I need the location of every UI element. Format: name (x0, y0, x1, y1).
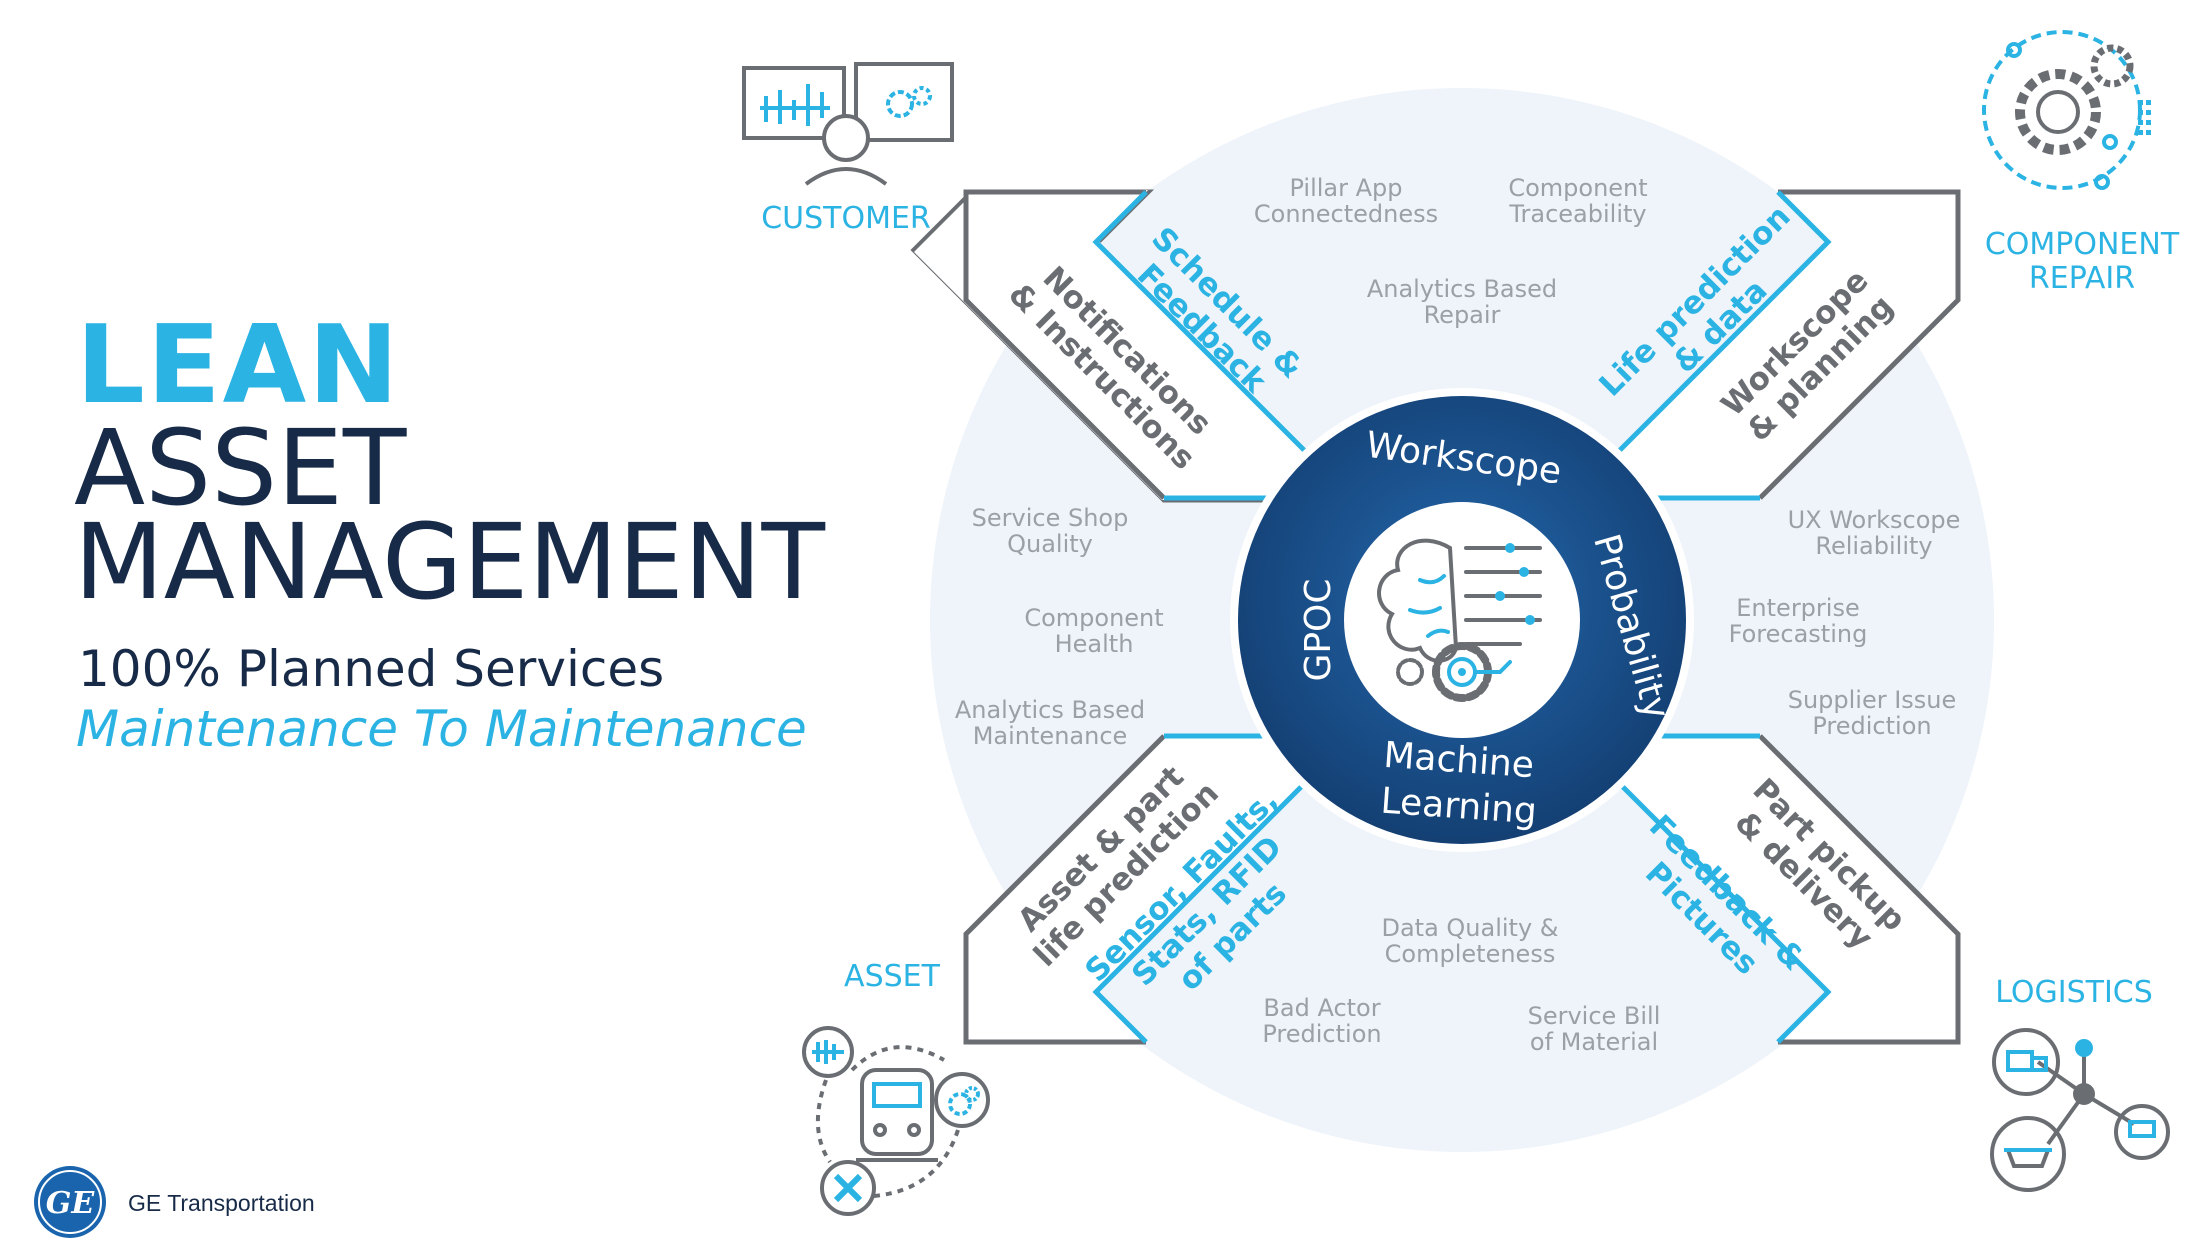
cap-data-quality-2: Completeness (1385, 940, 1556, 968)
company-name: GE Transportation (128, 1190, 315, 1216)
cap-service-bill-2: of Material (1530, 1028, 1658, 1056)
component-repair-gear-icon (1982, 30, 2151, 190)
arrow-tl-gray (963, 189, 1166, 500)
cap-analytics-maint-2: Maintenance (973, 722, 1128, 750)
arrow-br-gray (1758, 734, 1961, 1045)
logistics-network-icon (1990, 1028, 2170, 1192)
cap-supplier-2: Prediction (1812, 712, 1931, 740)
cap-pillar-app-2: Connectedness (1254, 200, 1438, 228)
stakeholder-component-repair-2: REPAIR (2029, 261, 2135, 296)
cap-data-quality-1: Data Quality & (1381, 914, 1558, 942)
ge-logo-text: GE (46, 1186, 96, 1221)
stakeholder-asset: ASSET (844, 959, 941, 994)
cap-bad-actor-2: Prediction (1262, 1020, 1381, 1048)
subtitle: 100% Planned Services (78, 640, 665, 698)
cap-ux-workscope-1: UX Workscope (1788, 506, 1961, 534)
stakeholder-component-repair-1: COMPONENT (1985, 227, 2180, 262)
cap-service-shop-2: Quality (1007, 530, 1093, 558)
title-asset: ASSET (74, 407, 407, 529)
arrow-tr-gray (1758, 189, 1961, 500)
cap-component-health-2: Health (1055, 630, 1134, 658)
ge-logo: GE (34, 1166, 106, 1238)
subtitle-italic: Maintenance To Maintenance (76, 700, 807, 758)
cap-ux-workscope-2: Reliability (1815, 532, 1932, 560)
cap-enterprise-1: Enterprise (1736, 594, 1859, 622)
customer-monitors-icon (742, 62, 954, 186)
cap-analytics-repair-1: Analytics Based (1367, 275, 1557, 303)
title-lean: LEAN (76, 303, 401, 428)
cap-analytics-repair-2: Repair (1424, 301, 1501, 329)
cap-component-health-1: Component (1024, 604, 1163, 632)
cap-enterprise-2: Forecasting (1729, 620, 1868, 648)
cap-component-trace-2: Traceability (1508, 200, 1646, 228)
cap-service-bill-1: Service Bill (1528, 1002, 1661, 1030)
cap-bad-actor-1: Bad Actor (1263, 994, 1380, 1022)
cap-supplier-1: Supplier Issue (1788, 686, 1957, 714)
asset-train-cycle-icon (802, 1026, 990, 1216)
cap-service-shop-1: Service Shop (972, 504, 1129, 532)
cap-analytics-maint-1: Analytics Based (955, 696, 1145, 724)
title-management: MANAGEMENT (74, 501, 826, 623)
stakeholder-logistics: LOGISTICS (1995, 975, 2153, 1010)
arrow-bl-gray (963, 734, 1166, 1045)
hub-label-left: GPOC (1298, 578, 1339, 681)
stakeholder-customer: CUSTOMER (761, 201, 931, 236)
cap-component-trace-1: Component (1508, 174, 1647, 202)
hub-core (1344, 502, 1580, 738)
brain-circuit-icon (1377, 538, 1542, 702)
cap-pillar-app-1: Pillar App (1289, 174, 1402, 202)
